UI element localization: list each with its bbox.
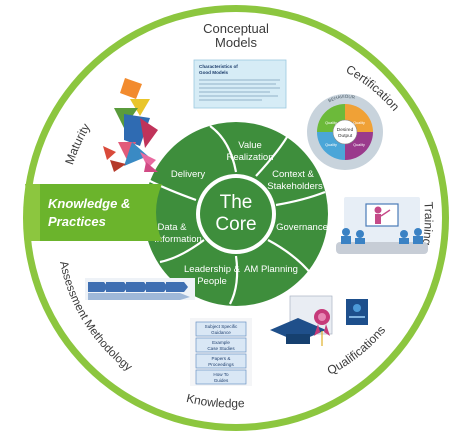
knowledge-practices-banner: Knowledge & Practices [25,184,162,241]
assessment-maturity-bar [85,278,195,300]
segment-governance: Governance [276,222,328,233]
segment-leadership-2: People [197,276,227,287]
segment-value-realization-2: Realization [227,152,274,163]
segment-data-1: Data & [157,222,187,233]
knowledge-box-2-line2: Case Studies [207,346,235,351]
label-models: Models [215,35,257,50]
segment-am-planning: AM Planning [244,264,298,275]
label-training: Training [420,201,436,246]
segment-data-2: Information [154,234,202,245]
conceptual-models-document: Characteristics of Good Models [193,59,287,109]
doc-title-1: Characteristics of [199,64,238,69]
segment-delivery: Delivery [171,169,206,180]
knowledge-box-1-line1: Subject Specific [205,324,238,329]
knowledge-box-3: Papers & Proceedings [195,353,247,369]
knowledge-box-2-line1: Example [212,340,230,345]
knowledge-box-3-line2: Proceedings [208,362,234,367]
segment-context-2: Stakeholders [267,181,323,192]
knowledge-box-4: How To Guides [195,369,247,385]
knowledge-box-3-line1: Papers & [212,356,231,361]
behaviour-center-2: Output [338,133,353,139]
label-conceptual: Conceptual [203,21,269,36]
knowledge-box-4-line1: How To [213,372,229,377]
qualifications-icons [270,295,368,346]
graduation-cap-icon [270,318,326,342]
behaviour-q4: Quality [325,143,337,147]
core-center-fill [200,178,272,250]
doc-title-2: Good Models [199,70,229,75]
banner-shape [40,184,162,241]
segment-value-realization-1: Value [238,140,262,151]
behaviour-center-1: Desired [337,127,354,133]
behaviour-q2: Quality [353,121,365,125]
knowledge-box-1: Subject Specific Guidance [195,321,247,337]
banner-line2: Practices [48,214,106,229]
core-wheel: The Core Value Realization Context & Sta… [144,122,328,306]
core-title-line1: The [220,192,253,213]
segment-leadership-1: Leadership & [184,264,241,275]
knowledge-documents: Subject Specific Guidance Example Case S… [190,318,252,386]
segment-dividers [147,125,326,305]
segment-context-1: Context & [272,169,314,180]
behaviour-arc-label: BEHAVIOUR [327,94,356,103]
behaviour-quality-wheel: BEHAVIOUR Desired Output Quality Quality… [307,94,383,170]
banner-edge [25,184,40,241]
behaviour-q1: Quality [325,121,337,125]
maturity-tangram-icon [103,78,158,172]
training-presentation-icon [336,197,428,254]
knowledge-box-4-line2: Guides [214,378,229,383]
behaviour-q3: Quality [353,143,365,147]
knowledge-box-1-line2: Guidance [211,330,231,335]
core-title-line2: Core [215,214,256,235]
knowledge-box-2: Example Case Studies [195,337,247,353]
banner-line1: Knowledge & [48,196,130,211]
